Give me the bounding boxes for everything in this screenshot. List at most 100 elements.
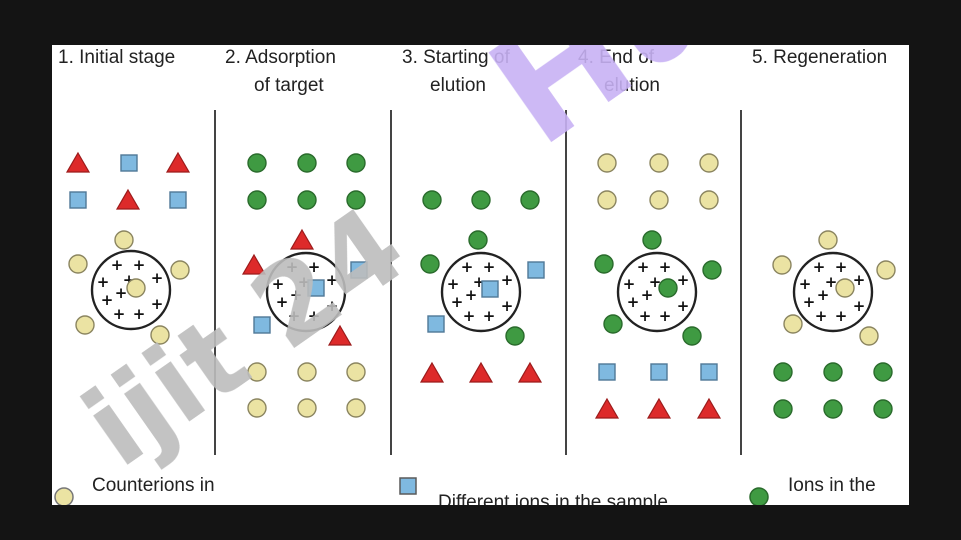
sample-ion-square <box>650 363 668 381</box>
sample-ion-square <box>69 191 87 209</box>
bead-plus-sign: + <box>272 275 285 293</box>
bead-plus-sign: + <box>463 307 476 325</box>
bead-plus-sign: + <box>151 269 164 287</box>
bead-plus-sign: + <box>308 307 321 325</box>
sample-ion-triangle <box>646 397 672 419</box>
legend-counterions-label: Counterions in <box>92 475 215 496</box>
resin-bead <box>265 251 347 333</box>
sample-ion-triangle <box>289 228 315 250</box>
counterion-circle <box>247 398 267 418</box>
green-ion-circle <box>823 362 843 382</box>
bead-plus-sign: + <box>835 307 848 325</box>
sample-ion-square <box>700 363 718 381</box>
green-ion-circle <box>468 230 488 250</box>
counterion-circle <box>170 260 190 280</box>
stage-2-heading-line1: 2. Adsorption <box>225 47 336 68</box>
green-ion-circle <box>603 314 623 334</box>
green-ion-circle <box>505 326 525 346</box>
bead-plus-sign: + <box>623 275 636 293</box>
green-ion-circle <box>247 190 267 210</box>
bead-plus-sign: + <box>853 271 866 289</box>
stage-3-heading-line1: 3. Starting of <box>402 47 510 68</box>
sample-ion-square <box>120 154 138 172</box>
counterion-circle <box>649 190 669 210</box>
resin-bead <box>90 249 172 331</box>
legend-counterion-icon <box>54 487 74 505</box>
counterion-circle <box>597 190 617 210</box>
bead-plus-sign: + <box>627 293 640 311</box>
diagram-panel <box>52 45 909 505</box>
bead-plus-sign: + <box>817 286 830 304</box>
green-ion-circle <box>297 153 317 173</box>
bead-plus-sign: + <box>308 258 321 276</box>
stage-3-heading-line2: elution <box>430 75 486 96</box>
stage-1-heading: 1. Initial stage <box>58 47 175 68</box>
bead-plus-sign: + <box>286 258 299 276</box>
counterion-circle <box>699 190 719 210</box>
green-ion-circle <box>471 190 491 210</box>
resin-bead <box>616 251 698 333</box>
bead-plus-sign: + <box>326 271 339 289</box>
bead-plus-sign: + <box>111 256 124 274</box>
sample-ion-square <box>598 363 616 381</box>
sample-ion-triangle <box>696 397 722 419</box>
bead-plus-sign: + <box>649 273 662 291</box>
bead-plus-sign: + <box>825 273 838 291</box>
bead-plus-sign: + <box>288 307 301 325</box>
bead-plus-sign: + <box>276 293 289 311</box>
sample-ion-triangle <box>517 361 543 383</box>
counterion-circle <box>876 260 896 280</box>
sample-ion-square <box>253 316 271 334</box>
counterion-circle <box>297 362 317 382</box>
bead-plus-sign: + <box>151 295 164 313</box>
counterion-circle <box>783 314 803 334</box>
sample-ion-triangle <box>327 324 353 346</box>
stage-5-heading: 5. Regeneration <box>752 47 887 68</box>
counterion-circle <box>297 398 317 418</box>
counterion-circle <box>68 254 88 274</box>
counterion-circle <box>818 230 838 250</box>
bead-plus-sign: + <box>290 286 303 304</box>
bead-plus-sign: + <box>451 293 464 311</box>
bead-plus-sign: + <box>799 275 812 293</box>
bead-plus-sign: + <box>483 258 496 276</box>
bead-plus-sign: + <box>853 297 866 315</box>
green-ion-circle <box>702 260 722 280</box>
sample-ion-triangle <box>165 151 191 173</box>
bead-plus-sign: + <box>815 307 828 325</box>
bead-plus-sign: + <box>501 297 514 315</box>
bead-plus-sign: + <box>639 307 652 325</box>
counterion-circle <box>126 278 146 298</box>
green-ion-circle <box>773 399 793 419</box>
green-ion-circle <box>873 362 893 382</box>
green-ion-circle <box>420 254 440 274</box>
bead-plus-sign: + <box>326 297 339 315</box>
bead-plus-sign: + <box>641 286 654 304</box>
counterion-circle <box>346 362 366 382</box>
green-ion-circle <box>594 254 614 274</box>
bead-plus-sign: + <box>637 258 650 276</box>
legend-ions-in-the-label: Ions in the <box>788 475 876 496</box>
counterion-circle <box>597 153 617 173</box>
legend-different-ions-label: Different ions in the sample <box>438 492 668 513</box>
bead-plus-sign: + <box>465 286 478 304</box>
bead-plus-sign: + <box>101 291 114 309</box>
bead-plus-sign: + <box>113 305 126 323</box>
green-ion-circle <box>823 399 843 419</box>
legend-sample-ion-icon <box>399 477 417 495</box>
bead-plus-sign: + <box>813 258 826 276</box>
sample-ion-triangle <box>468 361 494 383</box>
green-ion-circle <box>520 190 540 210</box>
bead-plus-sign: + <box>677 297 690 315</box>
stage-2-heading-line2: of target <box>254 75 324 96</box>
sample-ion-triangle <box>65 151 91 173</box>
green-ion-circle <box>658 278 678 298</box>
green-ion-circle <box>247 153 267 173</box>
bead-plus-sign: + <box>133 256 146 274</box>
green-ion-circle <box>873 399 893 419</box>
green-ion-circle <box>422 190 442 210</box>
counterion-circle <box>649 153 669 173</box>
counterion-circle <box>150 325 170 345</box>
green-ion-circle <box>682 326 702 346</box>
